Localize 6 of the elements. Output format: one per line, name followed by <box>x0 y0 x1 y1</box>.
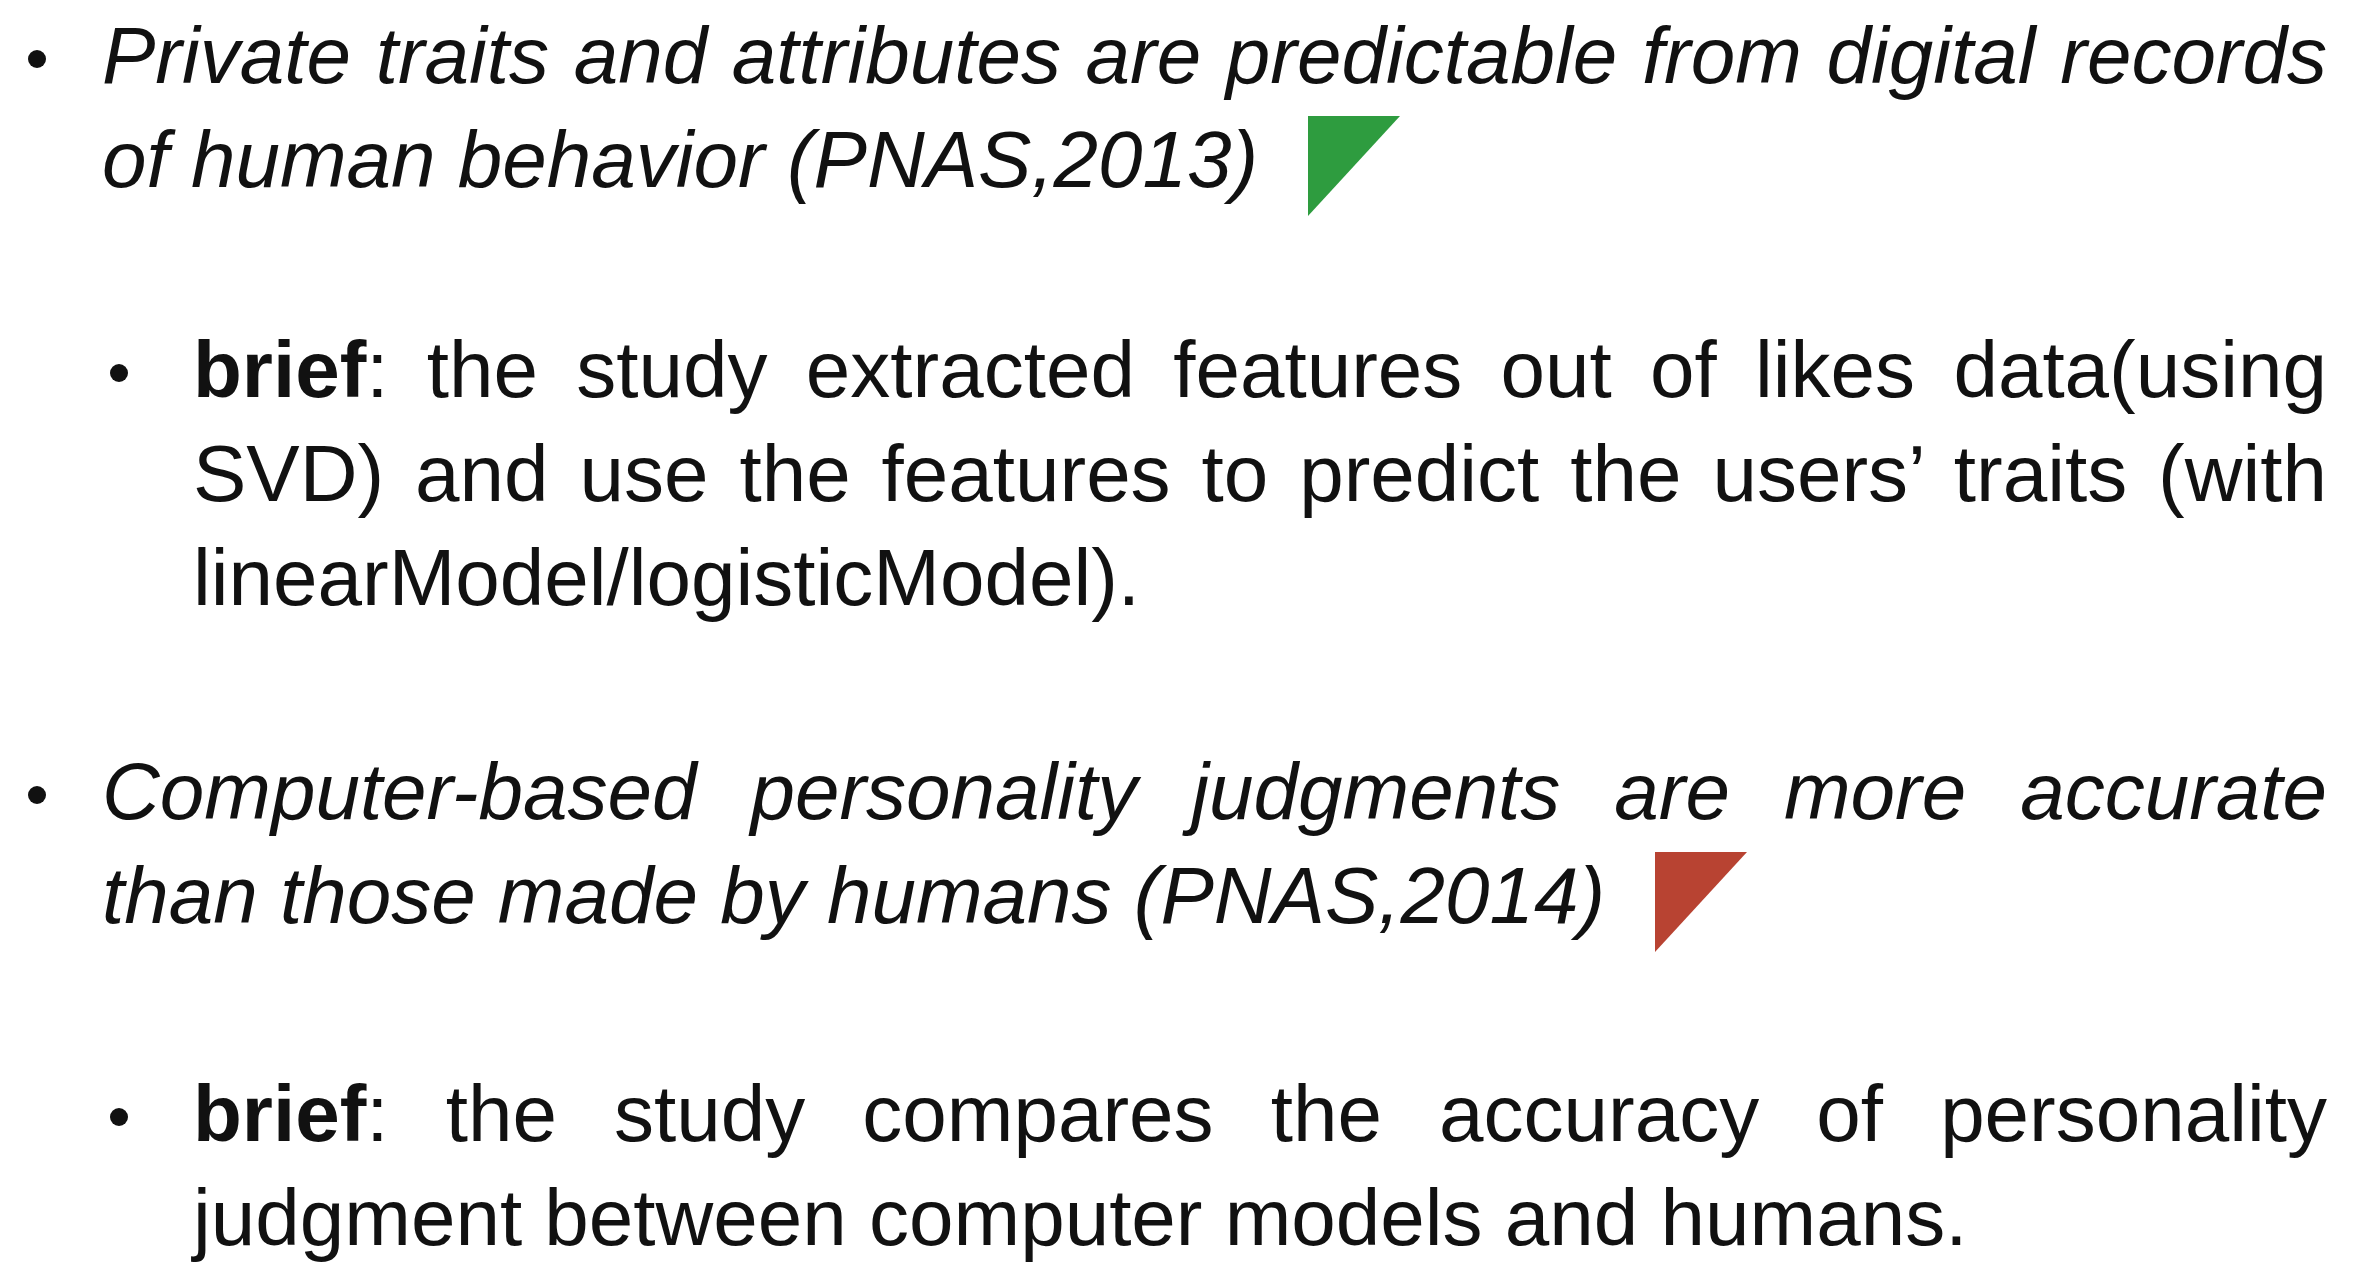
bullet-text: brief: the study compares the accuracy of personality judgment between computer models and humans. <box>193 1069 2327 1262</box>
bullet-heading: Private traits and attributes are predictable from digital records of human behavior (PNAS,2013) <box>102 11 2327 204</box>
triangle-marker <box>1308 115 1401 216</box>
bullet-text: brief: the study extracted features out of likes data(using SVD) and use the features to predict the users’ traits (with linearModel/logisticModel). <box>193 325 2327 622</box>
bullet-heading: Computer-based personality judgments are more accurate than those made by humans (PNAS,2014) <box>102 747 2327 940</box>
triangle-marker <box>1655 851 1748 952</box>
